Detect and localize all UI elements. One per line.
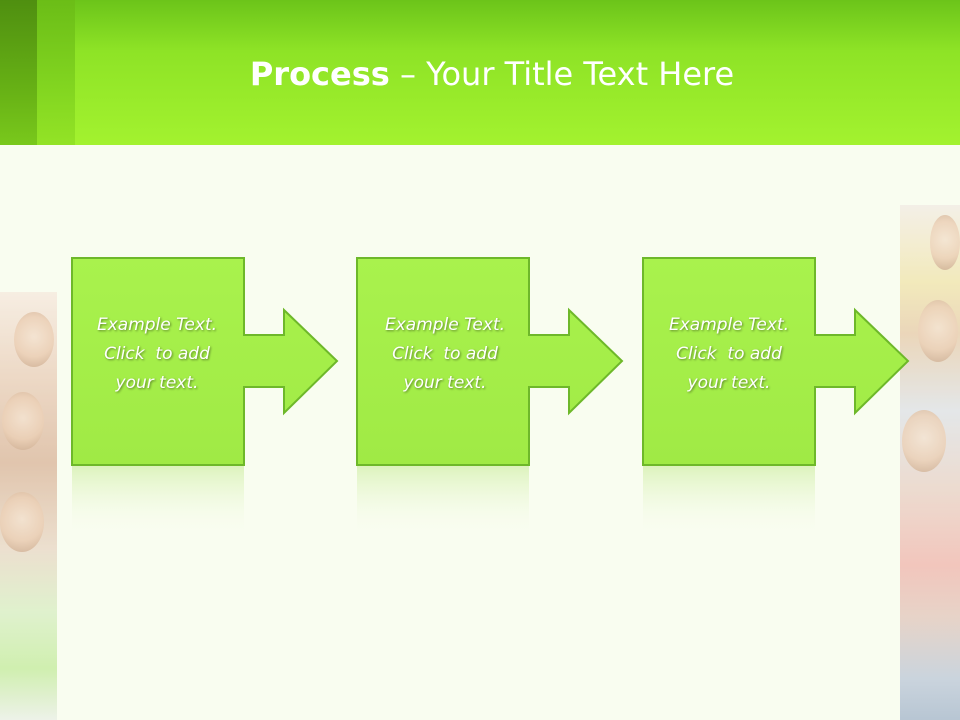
- step-text-line: Example Text.: [384, 315, 506, 335]
- process-step-2[interactable]: [356, 257, 624, 466]
- title-strong-text: Process: [249, 55, 390, 93]
- step-text-line: Click to add: [676, 344, 782, 364]
- step-text-line: Click to add: [104, 344, 210, 364]
- title-rest-text: – Your Title Text Here: [399, 55, 735, 93]
- step-text-line: Click to add: [392, 344, 498, 364]
- step-reflections: [72, 466, 815, 536]
- step-text-line: your text.: [115, 373, 199, 393]
- step-text-line: your text.: [403, 373, 487, 393]
- step-text-line: your text.: [687, 373, 771, 393]
- child-face: [930, 215, 960, 270]
- step-3-text[interactable]: Example Text. Click to add your text.: [639, 311, 819, 398]
- child-face: [918, 300, 958, 362]
- header-accent-stripe-dark: [0, 0, 37, 145]
- step-2-text[interactable]: Example Text. Click to add your text.: [355, 311, 535, 398]
- step-1-arrow-shape: [71, 257, 339, 466]
- step-3-reflection: [643, 466, 815, 536]
- child-face: [902, 410, 946, 472]
- header-accent-stripe-light: [37, 0, 75, 145]
- step-2-reflection: [357, 466, 529, 536]
- child-face: [14, 312, 54, 367]
- process-step-3[interactable]: [642, 257, 910, 466]
- children-photo-left: [0, 292, 57, 720]
- header-bar: Process – Your Title Text Here: [0, 0, 960, 145]
- step-1-reflection: [72, 466, 244, 536]
- step-3-arrow-shape: [642, 257, 910, 466]
- process-step-1[interactable]: [71, 257, 339, 466]
- step-text-line: Example Text.: [668, 315, 790, 335]
- step-text-line: Example Text.: [96, 315, 218, 335]
- slide-title[interactable]: Process – Your Title Text Here: [0, 52, 960, 96]
- step-2-arrow-shape: [356, 257, 624, 466]
- child-face: [2, 392, 44, 450]
- child-face: [0, 492, 44, 552]
- step-1-text[interactable]: Example Text. Click to add your text.: [67, 311, 247, 398]
- children-photo-right: [900, 205, 960, 720]
